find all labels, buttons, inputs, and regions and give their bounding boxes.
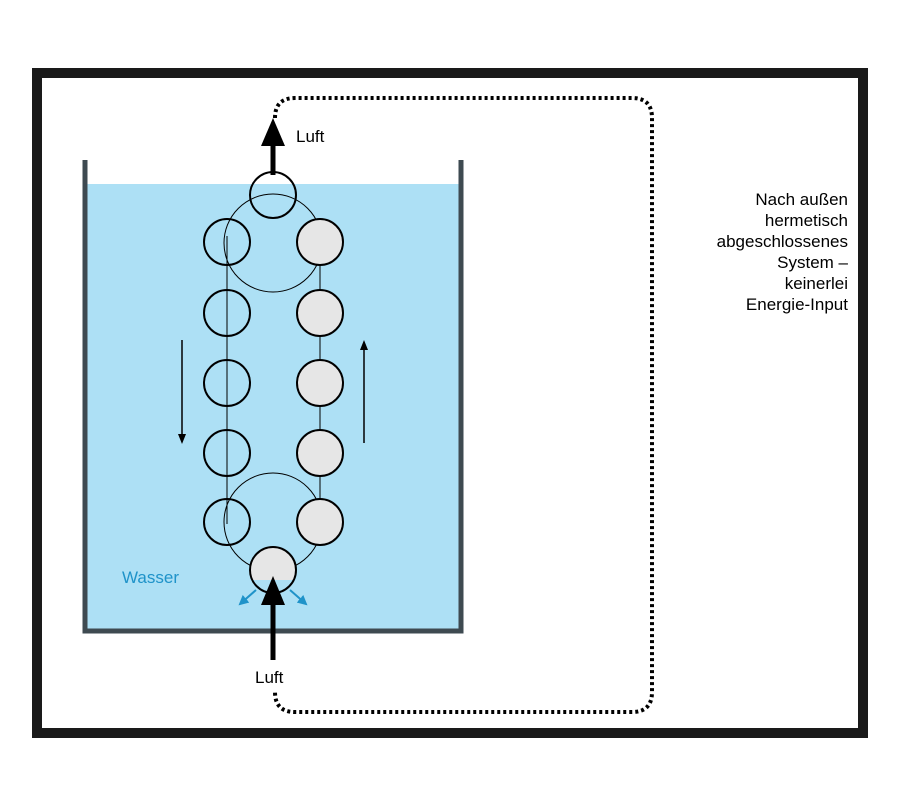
right-ball xyxy=(296,289,344,337)
system-note-line: keinerlei xyxy=(785,274,848,293)
bubble-right-arrow xyxy=(289,589,308,606)
left-ball xyxy=(203,359,251,407)
water-label: Wasser xyxy=(122,568,179,587)
outer-frame xyxy=(32,68,868,738)
right-ball xyxy=(296,359,344,407)
air-top-label: Luft xyxy=(296,127,325,146)
left-ball xyxy=(203,289,251,337)
right-ball xyxy=(296,218,344,266)
right-ball xyxy=(296,498,344,546)
system-note-line: hermetisch xyxy=(765,211,848,230)
system-note: Nach außen hermetisch abgeschlossenes Sy… xyxy=(717,190,849,314)
down-direction-arrow xyxy=(178,340,186,444)
system-note-line: Nach außen xyxy=(755,190,848,209)
up-direction-arrow xyxy=(360,340,368,443)
left-ball xyxy=(203,429,251,477)
system-note-line: abgeschlossenes xyxy=(717,232,848,251)
left-ball xyxy=(203,218,251,266)
air-outlet-arrow xyxy=(261,118,285,175)
left-ball xyxy=(203,498,251,546)
system-note-line: Energie-Input xyxy=(746,295,848,314)
air-bottom-label: Luft xyxy=(255,668,284,687)
system-note-line: System – xyxy=(777,253,848,272)
air-return-pipe xyxy=(273,96,654,714)
air-inlet-arrow xyxy=(261,576,285,660)
right-ball xyxy=(296,429,344,477)
bubble-left-arrow xyxy=(238,589,257,606)
